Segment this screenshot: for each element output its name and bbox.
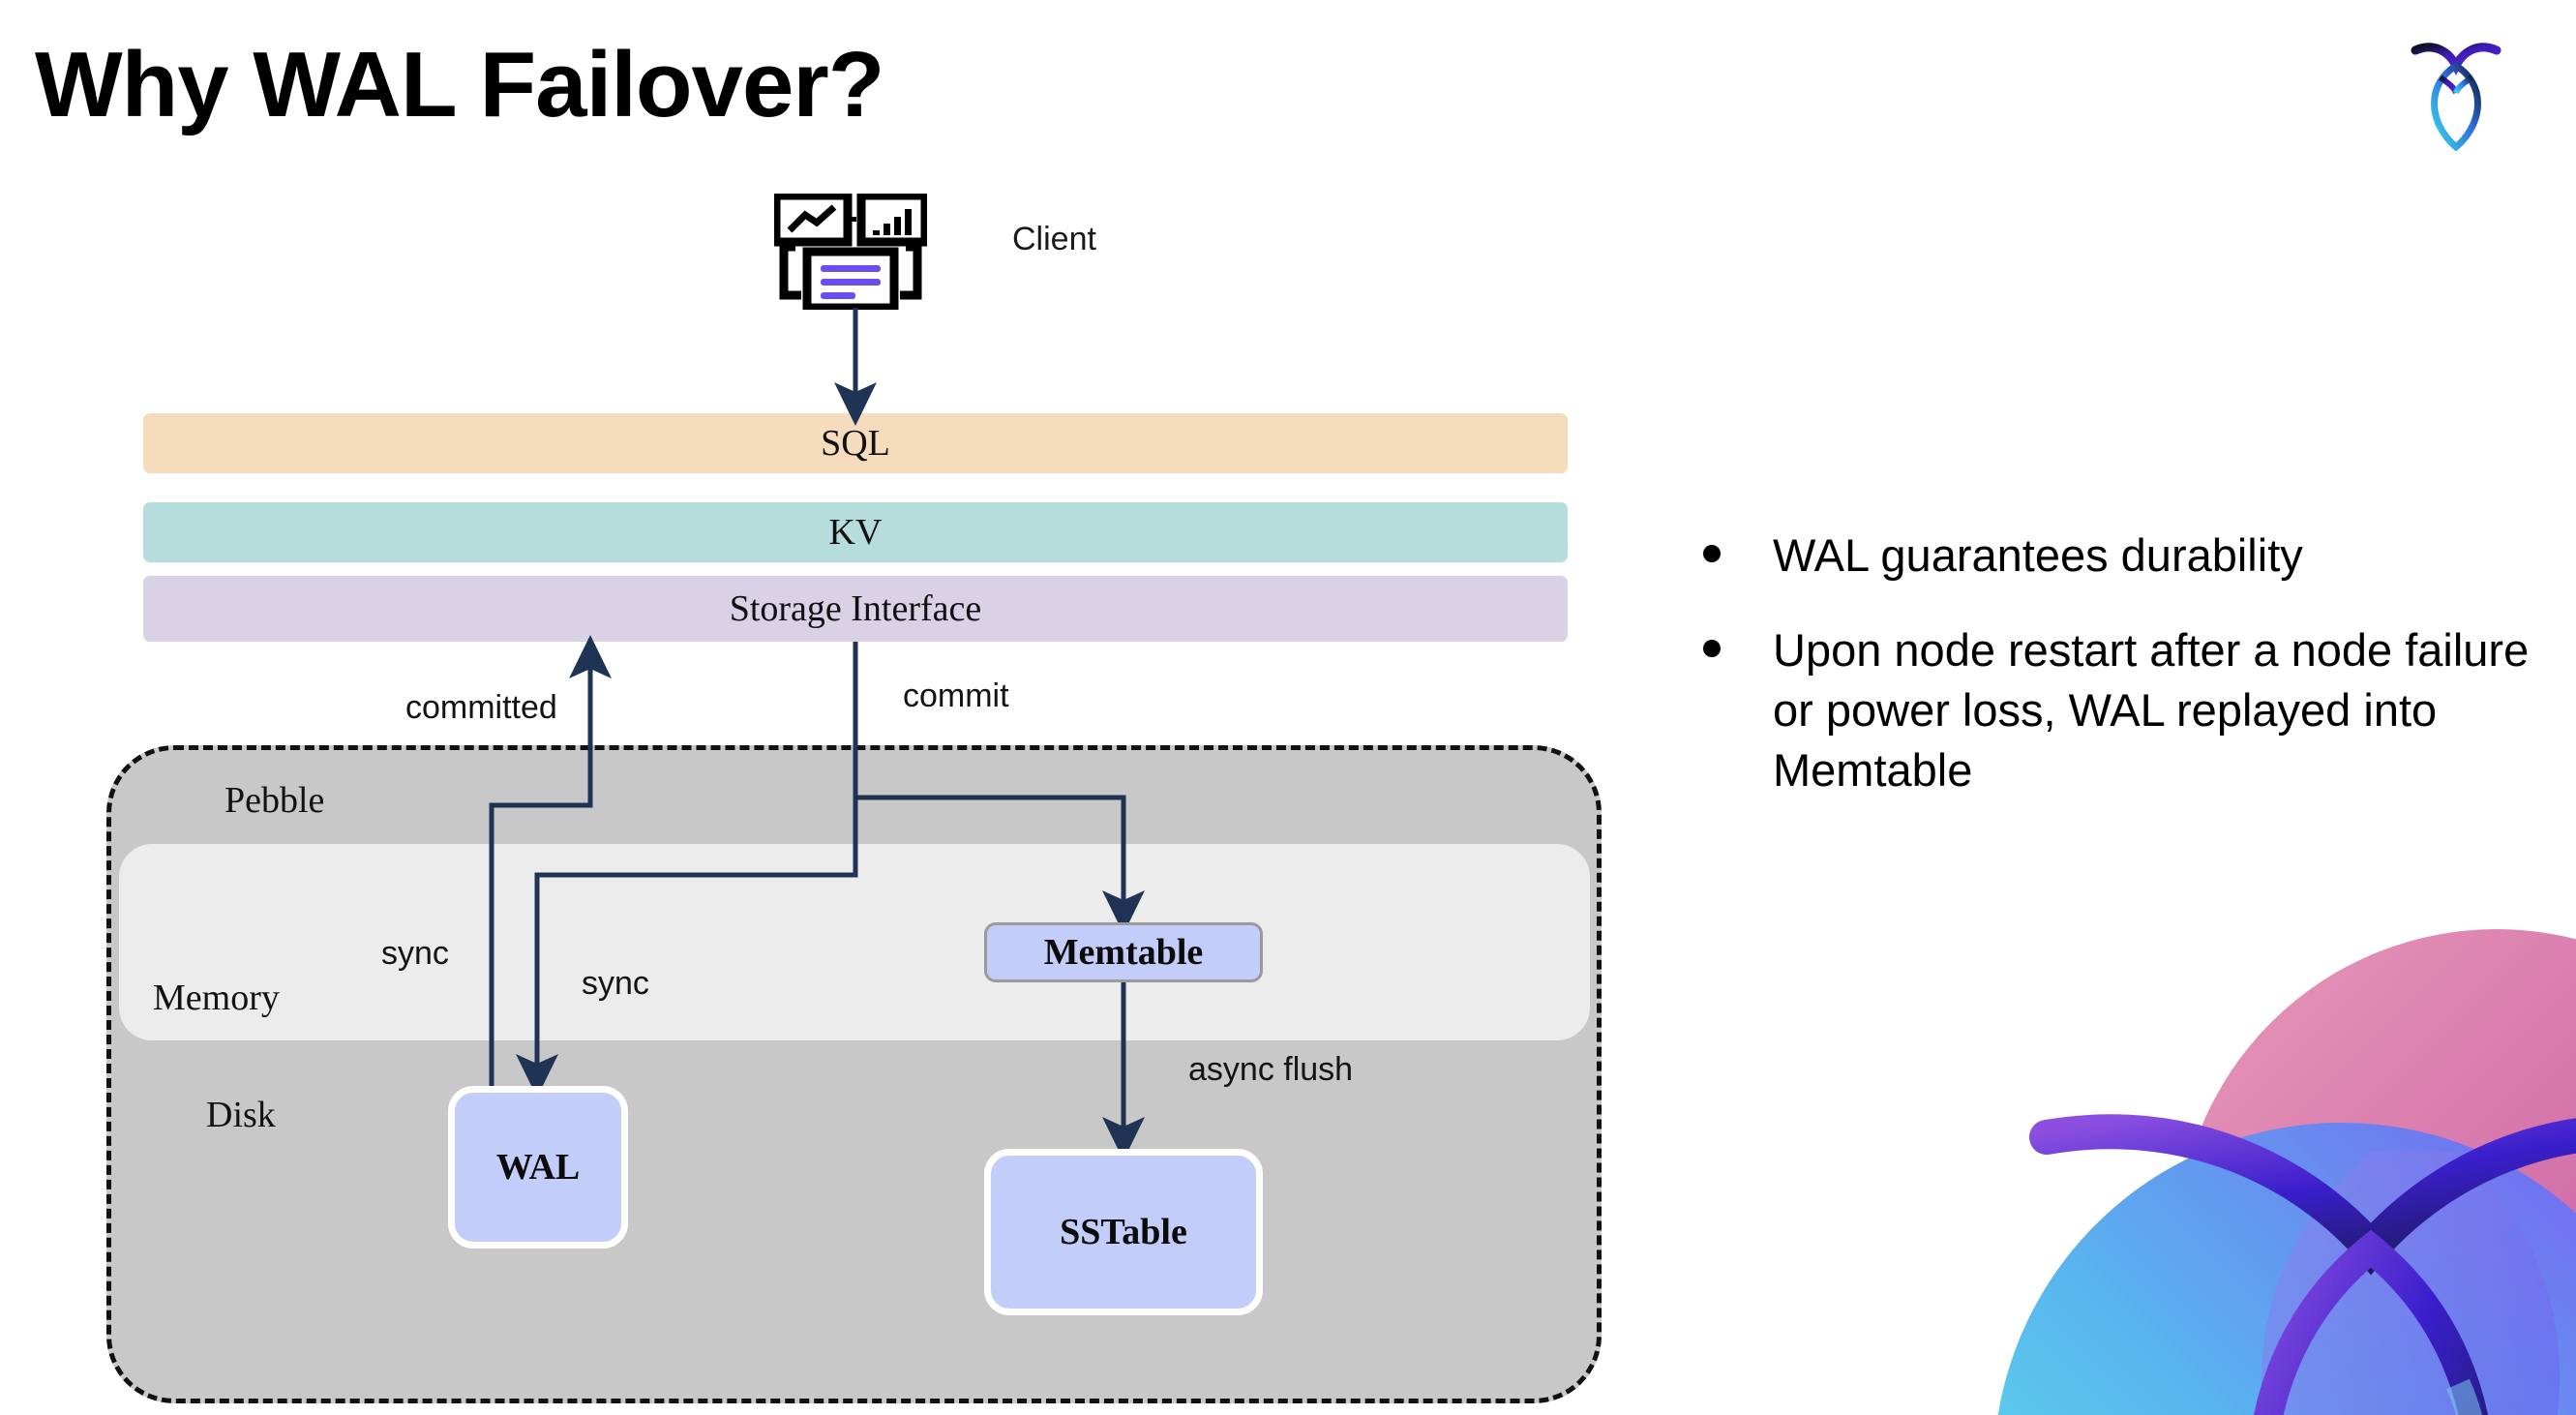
node-sstable: SSTable (984, 1149, 1263, 1315)
edge-label-sync-left: sync (381, 935, 449, 972)
memory-label: Memory (153, 978, 280, 1018)
list-item: Upon node restart after a node failure o… (1703, 620, 2535, 800)
edge-label-committed: committed (405, 689, 557, 726)
node-memtable-label: Memtable (1043, 932, 1204, 973)
node-memtable: Memtable (984, 922, 1263, 982)
layer-bar-sql-label: SQL (821, 423, 890, 464)
bullet-dot-icon (1703, 545, 1721, 562)
edge-label-async-flush: async flush (1188, 1051, 1354, 1088)
edge-label-commit: commit (903, 677, 1009, 714)
edge-label-sync-right: sync (582, 965, 649, 1002)
page-title: Why WAL Failover? (35, 33, 884, 136)
bullet-dot-icon (1703, 640, 1721, 658)
list-item: WAL guarantees durability (1703, 526, 2535, 586)
layer-bar-sql: SQL (143, 413, 1568, 473)
layer-bar-kv: KV (143, 502, 1568, 562)
node-wal: WAL (448, 1086, 628, 1249)
client-label: Client (1012, 221, 1096, 257)
bullet-text: WAL guarantees durability (1773, 529, 2303, 581)
layer-bar-kv-label: KV (828, 512, 883, 553)
pebble-label: Pebble (225, 780, 325, 821)
layer-bar-storage-interface: Storage Interface (143, 576, 1568, 642)
node-wal-label: WAL (495, 1147, 581, 1188)
memory-region (119, 844, 1590, 1040)
node-sstable-label: SSTable (1060, 1212, 1187, 1252)
cockroachdb-logo (2406, 33, 2506, 152)
decorative-logo-artwork (1955, 929, 2576, 1415)
disk-label: Disk (206, 1095, 276, 1135)
bullet-list: WAL guarantees durability Upon node rest… (1703, 526, 2535, 835)
client-dashboard-icon (771, 191, 930, 313)
layer-bar-storage-interface-label: Storage Interface (729, 588, 982, 629)
bullet-text: Upon node restart after a node failure o… (1773, 624, 2530, 797)
